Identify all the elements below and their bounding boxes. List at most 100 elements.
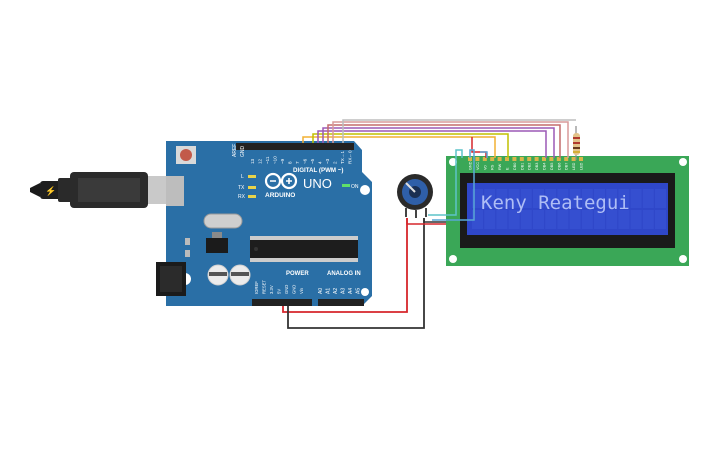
reset-button[interactable] — [176, 146, 196, 164]
lcd-char-cell — [569, 210, 581, 229]
lcd-char-cell — [655, 189, 666, 208]
analog-pin-label: A0 — [318, 288, 324, 294]
analog-pin-label: A5 — [356, 288, 362, 294]
resistor[interactable] — [573, 126, 580, 160]
tx-led — [248, 186, 256, 189]
usb-symbol-icon: ⚡ — [45, 185, 56, 197]
digital-pin-label: ~9 — [280, 158, 285, 164]
lcd-display-text: Keny Reategui — [481, 192, 630, 214]
lcd-char-cell — [618, 210, 630, 229]
wire-gnd-black — [287, 218, 425, 329]
lcd-char-cell — [581, 189, 593, 208]
l-label: L — [241, 174, 244, 180]
digital-pin-label: 8 — [288, 161, 293, 164]
power-pin-label: RESET — [262, 280, 267, 294]
lcd-pin[interactable] — [512, 157, 517, 161]
lcd-pin[interactable] — [505, 157, 509, 161]
lcd-char-cell — [557, 189, 569, 208]
wire-pot-gnd — [423, 218, 446, 223]
lcd-char-cell — [594, 210, 605, 229]
usb-cable[interactable]: ⚡ — [30, 172, 182, 208]
lcd-char-cell — [545, 210, 557, 229]
lcd-pin[interactable] — [475, 157, 480, 161]
digital-pin-label: 2 — [333, 161, 338, 164]
digital-pin-label: 13 — [250, 158, 255, 164]
lcd-pin-label: DB3 — [535, 163, 539, 170]
wire-db7 — [332, 121, 569, 158]
l-led — [248, 175, 256, 178]
lcd-pin[interactable] — [542, 157, 546, 161]
potentiometer[interactable] — [397, 174, 433, 218]
power-header-label: POWER — [286, 271, 309, 277]
wire-db5 — [322, 127, 555, 158]
lcd-pin-label: GND — [469, 161, 473, 170]
lcd-char-cell — [496, 189, 508, 208]
power-pin-label: IOREF — [254, 281, 259, 294]
lcd-char-cell — [484, 189, 496, 208]
wire-rs — [302, 136, 496, 158]
analog-pin-label: A1 — [326, 288, 332, 294]
wire-vcc — [432, 149, 475, 221]
power-pin-label: Vin — [299, 287, 304, 294]
digital-header-label: DIGITAL (PWM ~) — [293, 167, 343, 174]
lcd-pin-label: E — [506, 167, 510, 170]
lcd-pin[interactable] — [468, 157, 472, 161]
digital-pin-label: 12 — [258, 158, 263, 164]
lcd-char-cell — [472, 189, 483, 208]
lcd-pin[interactable] — [482, 157, 487, 161]
lcd-char-cell — [642, 210, 654, 229]
lcd-pin[interactable] — [571, 157, 576, 161]
on-label: ON — [351, 184, 359, 190]
lcd-char-cell — [520, 189, 532, 208]
lcd-pin-label: DB7 — [565, 163, 569, 170]
wires[interactable] — [282, 119, 576, 329]
digital-header — [236, 143, 354, 150]
wire-lcd-gnd — [428, 149, 463, 216]
lcd-pin[interactable] — [549, 157, 554, 161]
analog-pin-label: A4 — [348, 288, 354, 294]
lcd-pin[interactable] — [490, 157, 495, 161]
atmega328-chip — [250, 236, 358, 262]
lcd-pin[interactable] — [534, 157, 539, 161]
lcd-pin-label: RW — [498, 163, 502, 170]
analog-pin-label: A3 — [341, 288, 347, 294]
lcd-pin[interactable] — [579, 157, 583, 161]
lcd-char-cell — [557, 210, 569, 229]
lcd-pin[interactable] — [497, 157, 502, 161]
lcd-pin-label: RS — [491, 164, 495, 170]
lcd-pin[interactable] — [564, 157, 569, 161]
power-pin-label: 5V — [277, 289, 282, 294]
wire-e — [312, 133, 509, 158]
lcd-pin-label: DB2 — [528, 163, 532, 170]
uno-model: UNO — [303, 176, 332, 191]
lcd-char-cell — [508, 210, 520, 229]
lcd-char-cell — [520, 210, 532, 229]
lcd-pin[interactable] — [556, 157, 561, 161]
aref-label: AREF — [232, 144, 238, 157]
lcd-pin[interactable] — [527, 157, 532, 161]
power-pin-label: GND — [292, 285, 297, 294]
digital-pin-label: ~6 — [303, 158, 308, 164]
power-pin-label: GND — [284, 285, 289, 294]
lcd-pin-label: VCC — [476, 162, 480, 170]
on-led — [342, 184, 350, 187]
digital-pin-label: ~3 — [325, 158, 330, 164]
lcd-pin-label: DB5 — [550, 163, 554, 170]
gnd-header-label: GND — [240, 146, 246, 158]
arduino-logo-icon — [264, 172, 298, 190]
lcd-pin[interactable] — [519, 157, 524, 161]
tx-label: TX — [238, 185, 245, 191]
lcd-char-cell — [533, 210, 544, 229]
lcd-pin-label: DB6 — [557, 163, 561, 170]
wire-db4 — [317, 130, 547, 158]
lcd-pin-header — [468, 157, 583, 161]
lcd-char-cell — [545, 189, 557, 208]
wire-led — [342, 119, 576, 143]
crystal — [203, 213, 243, 229]
power-header — [252, 299, 312, 306]
